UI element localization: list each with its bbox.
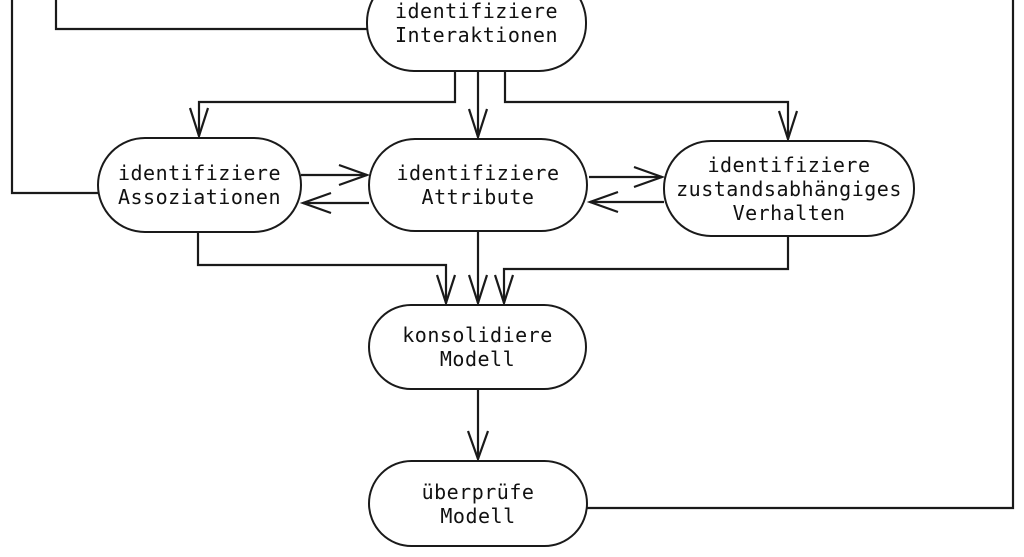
node-label: identifiziere Assoziationen xyxy=(117,161,282,209)
edge-verhalten-to-attribute xyxy=(586,190,664,214)
edge-assoziationen-to-attribute xyxy=(301,163,371,187)
edge-assoziationen-to-konsolidiere xyxy=(196,231,457,307)
edge-interaktionen-to-attribute xyxy=(467,71,489,141)
node-ueberpruefe-modell[interactable]: überprüfe Modell xyxy=(368,460,588,547)
edge-ueberpruefe-to-offscreen xyxy=(586,0,1015,510)
node-identifiziere-attribute[interactable]: identifiziere Attribute xyxy=(368,138,588,232)
edge-konsolidiere-to-ueberpruefe xyxy=(466,389,490,463)
edge-interaktionen-to-assoziationen xyxy=(188,71,457,140)
node-label: konsolidiere Modell xyxy=(402,323,553,371)
node-label: identifiziere zustandsabhängiges Verhalt… xyxy=(676,152,902,225)
node-identifiziere-zustandsabhaengiges-verhalten[interactable]: identifiziere zustandsabhängiges Verhalt… xyxy=(663,140,915,237)
edge-attribute-to-assoziationen xyxy=(299,191,369,215)
node-label: identifiziere Attribute xyxy=(396,161,560,209)
edge-attribute-to-verhalten xyxy=(589,165,666,189)
edge-offscreen-to-assoziationen xyxy=(10,0,99,195)
node-label: überprüfe Modell xyxy=(421,479,535,528)
node-identifiziere-interaktionen[interactable]: identifiziere Interaktionen xyxy=(366,0,587,72)
node-label: identifiziere Interaktionen xyxy=(394,0,559,47)
edge-offscreen-to-interaktionen xyxy=(54,0,368,31)
edge-verhalten-to-konsolidiere xyxy=(493,235,790,307)
edge-attribute-to-konsolidiere xyxy=(467,230,489,307)
node-konsolidiere-modell[interactable]: konsolidiere Modell xyxy=(368,304,587,390)
edge-interaktionen-to-verhalten xyxy=(503,71,799,143)
node-identifiziere-assoziationen[interactable]: identifiziere Assoziationen xyxy=(97,137,302,233)
